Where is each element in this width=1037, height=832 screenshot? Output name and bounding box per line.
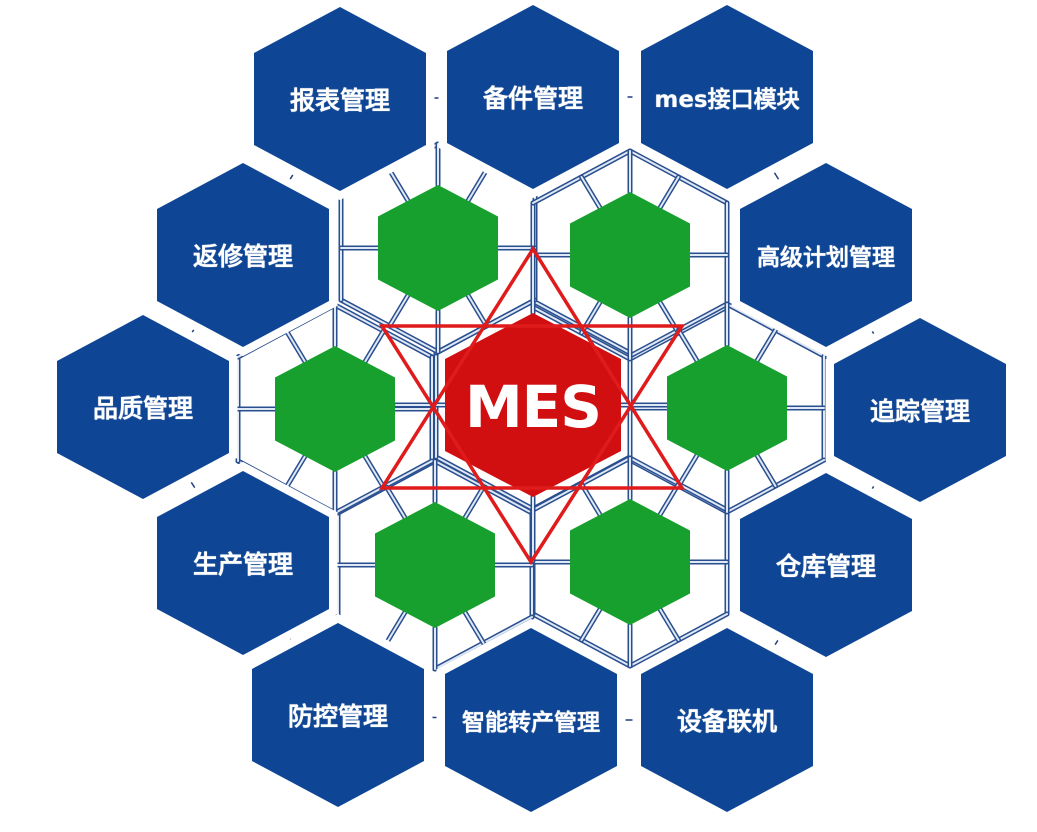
module-hexagon-fill-report	[254, 7, 426, 191]
green-hexagon-inner-bottom-left	[375, 502, 495, 628]
module-hexagon-fill-tracking	[834, 318, 1006, 502]
module-hexagons	[48, 0, 1015, 822]
green-hexagon-inner-bottom-right	[570, 499, 690, 625]
module-hexagon-fill-repair	[157, 163, 329, 347]
green-hexagon-inner-top-left	[378, 185, 498, 311]
module-hexagon-fill-smart-changeover	[445, 628, 617, 812]
module-hexagon-fill-warehouse	[740, 473, 912, 657]
module-label-production[interactable]: 生产管理	[192, 550, 294, 579]
green-hexagon-inner-right	[667, 345, 787, 471]
star-triangle-down	[378, 324, 686, 566]
star-of-david-outline	[378, 245, 686, 566]
module-label-tracking[interactable]: 追踪管理	[869, 397, 971, 426]
module-label-advanced-plan[interactable]: 高级计划管理	[757, 245, 895, 271]
module-label-quality[interactable]: 品质管理	[92, 394, 194, 423]
module-hexagon-fill-prevention	[252, 623, 424, 807]
center-hexagon	[445, 313, 621, 497]
module-label-repair[interactable]: 返修管理	[192, 242, 294, 271]
module-label-prevention[interactable]: 防控管理	[287, 702, 389, 731]
center-red-hexagon[interactable]	[445, 313, 621, 497]
star-triangle-up	[378, 245, 686, 490]
module-label-equipment[interactable]: 设备联机	[676, 707, 778, 736]
module-hexagon-fill-mes-interface	[641, 5, 813, 189]
inner-green-hexagons	[275, 185, 787, 628]
module-hexagon-fill-equipment	[641, 628, 813, 812]
green-hexagon-inner-left	[275, 346, 395, 472]
module-hexagon-fill-production	[157, 471, 329, 655]
module-hexagon-fill-quality	[57, 315, 229, 499]
module-label-report[interactable]: 报表管理	[289, 86, 391, 115]
module-hexagon-fill-advanced-plan	[740, 163, 912, 347]
center-label-mes[interactable]: MES	[464, 373, 602, 441]
module-label-smart-changeover[interactable]: 智能转产管理	[462, 710, 600, 736]
green-hexagon-inner-top-right	[570, 192, 690, 318]
module-label-spare-parts[interactable]: 备件管理	[482, 84, 584, 113]
module-label-mes-interface[interactable]: mes接口模块	[654, 87, 800, 113]
module-label-warehouse[interactable]: 仓库管理	[775, 552, 877, 581]
module-hexagon-fill-spare-parts	[447, 5, 619, 189]
